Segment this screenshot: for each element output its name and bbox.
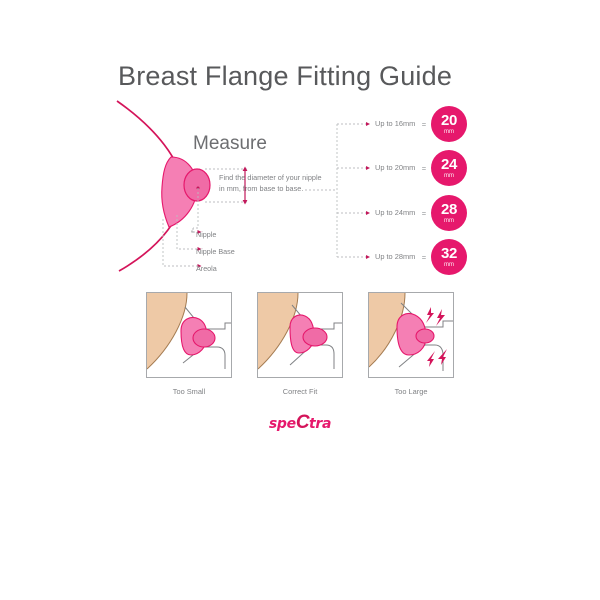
breast-contour	[369, 293, 406, 368]
fit-panel-frame	[368, 292, 454, 378]
nipple-label-arrowhead	[197, 230, 202, 234]
pain-bolt-icon	[426, 307, 434, 323]
size-range: Up to 24mm	[375, 207, 416, 217]
spectra-logo: speCtra	[0, 412, 600, 434]
measure-arrowhead-top	[242, 166, 248, 171]
logo-text-part3: tra	[308, 416, 332, 432]
equals-sign: =	[421, 208, 427, 218]
size-row: Up to 24mm = 28 mm	[375, 195, 467, 231]
size-row: Up to 20mm = 24 mm	[375, 150, 467, 186]
nipple-base-leader-line	[176, 215, 199, 250]
size-number: 32	[440, 245, 458, 262]
size-connector-bracket	[305, 122, 370, 259]
too-large-illustration	[369, 293, 453, 371]
fit-panel-frame	[257, 292, 343, 378]
size-badge: 24 mm	[431, 150, 467, 186]
breast-skin-area	[147, 293, 187, 369]
size-unit: mm	[444, 262, 454, 268]
nipple-in-tunnel	[302, 327, 328, 347]
flange-tunnel-bottom	[312, 344, 335, 369]
equals-sign: =	[421, 163, 427, 173]
equals-sign: =	[421, 119, 427, 129]
breast-skin-area	[369, 293, 405, 367]
size-badge: 28 mm	[431, 195, 467, 231]
connector-arrowhead-2	[366, 166, 370, 170]
too-small-illustration	[147, 293, 231, 370]
measure-heading: Measure	[193, 133, 267, 154]
areola-label-arrowhead	[197, 264, 202, 268]
logo-text-c: C	[295, 412, 310, 433]
size-number: 20	[440, 112, 458, 129]
size-number: 28	[440, 201, 458, 218]
breast-skin-area	[258, 293, 298, 369]
pain-bolt-icon	[438, 349, 447, 365]
flange-tunnel-bottom	[203, 346, 226, 369]
breast-contour	[147, 293, 188, 370]
fit-panel-caption: Too Small	[172, 387, 206, 396]
flange-tunnel-top	[425, 320, 453, 328]
label-nipple: Nipple	[196, 230, 217, 239]
logo-text-part1: spe	[268, 416, 296, 432]
nipple-base-label-arrowhead	[197, 247, 202, 251]
breast-contour	[258, 293, 299, 370]
measure-arrowhead-bottom	[242, 200, 248, 205]
connector-arrowhead-4	[366, 255, 370, 259]
nipple-leader-line	[193, 188, 199, 229]
size-unit: mm	[444, 129, 454, 135]
equals-sign: =	[421, 252, 427, 262]
compressed-nipple	[192, 328, 216, 348]
fit-panel-frame	[146, 292, 232, 378]
flange-tunnel-top	[203, 322, 231, 330]
nipple-shape	[183, 168, 211, 202]
nipple-stretched	[415, 328, 435, 344]
breast-measurement-illustration	[116, 100, 248, 272]
fit-panel: Too Small	[146, 292, 232, 396]
pain-bolt-icon	[427, 351, 435, 367]
size-unit: mm	[444, 173, 454, 179]
pain-bolt-icon	[436, 309, 445, 326]
size-range: Up to 20mm	[375, 162, 416, 172]
fit-panel-caption: Correct Fit	[282, 387, 318, 396]
measure-instruction: Find the diameter of your nipple in mm, …	[219, 173, 322, 194]
size-number: 24	[440, 156, 458, 173]
size-badge: 20 mm	[431, 106, 467, 142]
size-range: Up to 28mm	[375, 251, 416, 261]
label-areola: Areola	[196, 264, 217, 273]
connector-arrowhead-1	[366, 122, 370, 126]
fit-panel-caption: Too Large	[394, 387, 428, 396]
label-nipple-base: Nipple Base	[196, 247, 235, 256]
size-row: Up to 16mm = 20 mm	[375, 106, 467, 142]
connector-arrowhead-3	[366, 211, 370, 215]
fit-panel: Too Large	[368, 292, 454, 396]
flange-tunnel-top	[312, 322, 342, 330]
size-unit: mm	[444, 218, 454, 224]
size-row: Up to 28mm = 32 mm	[375, 239, 467, 275]
fit-comparison-panels: Too Small Correct Fit	[146, 292, 454, 396]
size-badge: 32 mm	[431, 239, 467, 275]
size-range: Up to 16mm	[375, 118, 416, 128]
page-title: Breast Flange Fitting Guide	[118, 61, 453, 91]
correct-fit-illustration	[258, 293, 342, 370]
fit-panel: Correct Fit	[257, 292, 343, 396]
